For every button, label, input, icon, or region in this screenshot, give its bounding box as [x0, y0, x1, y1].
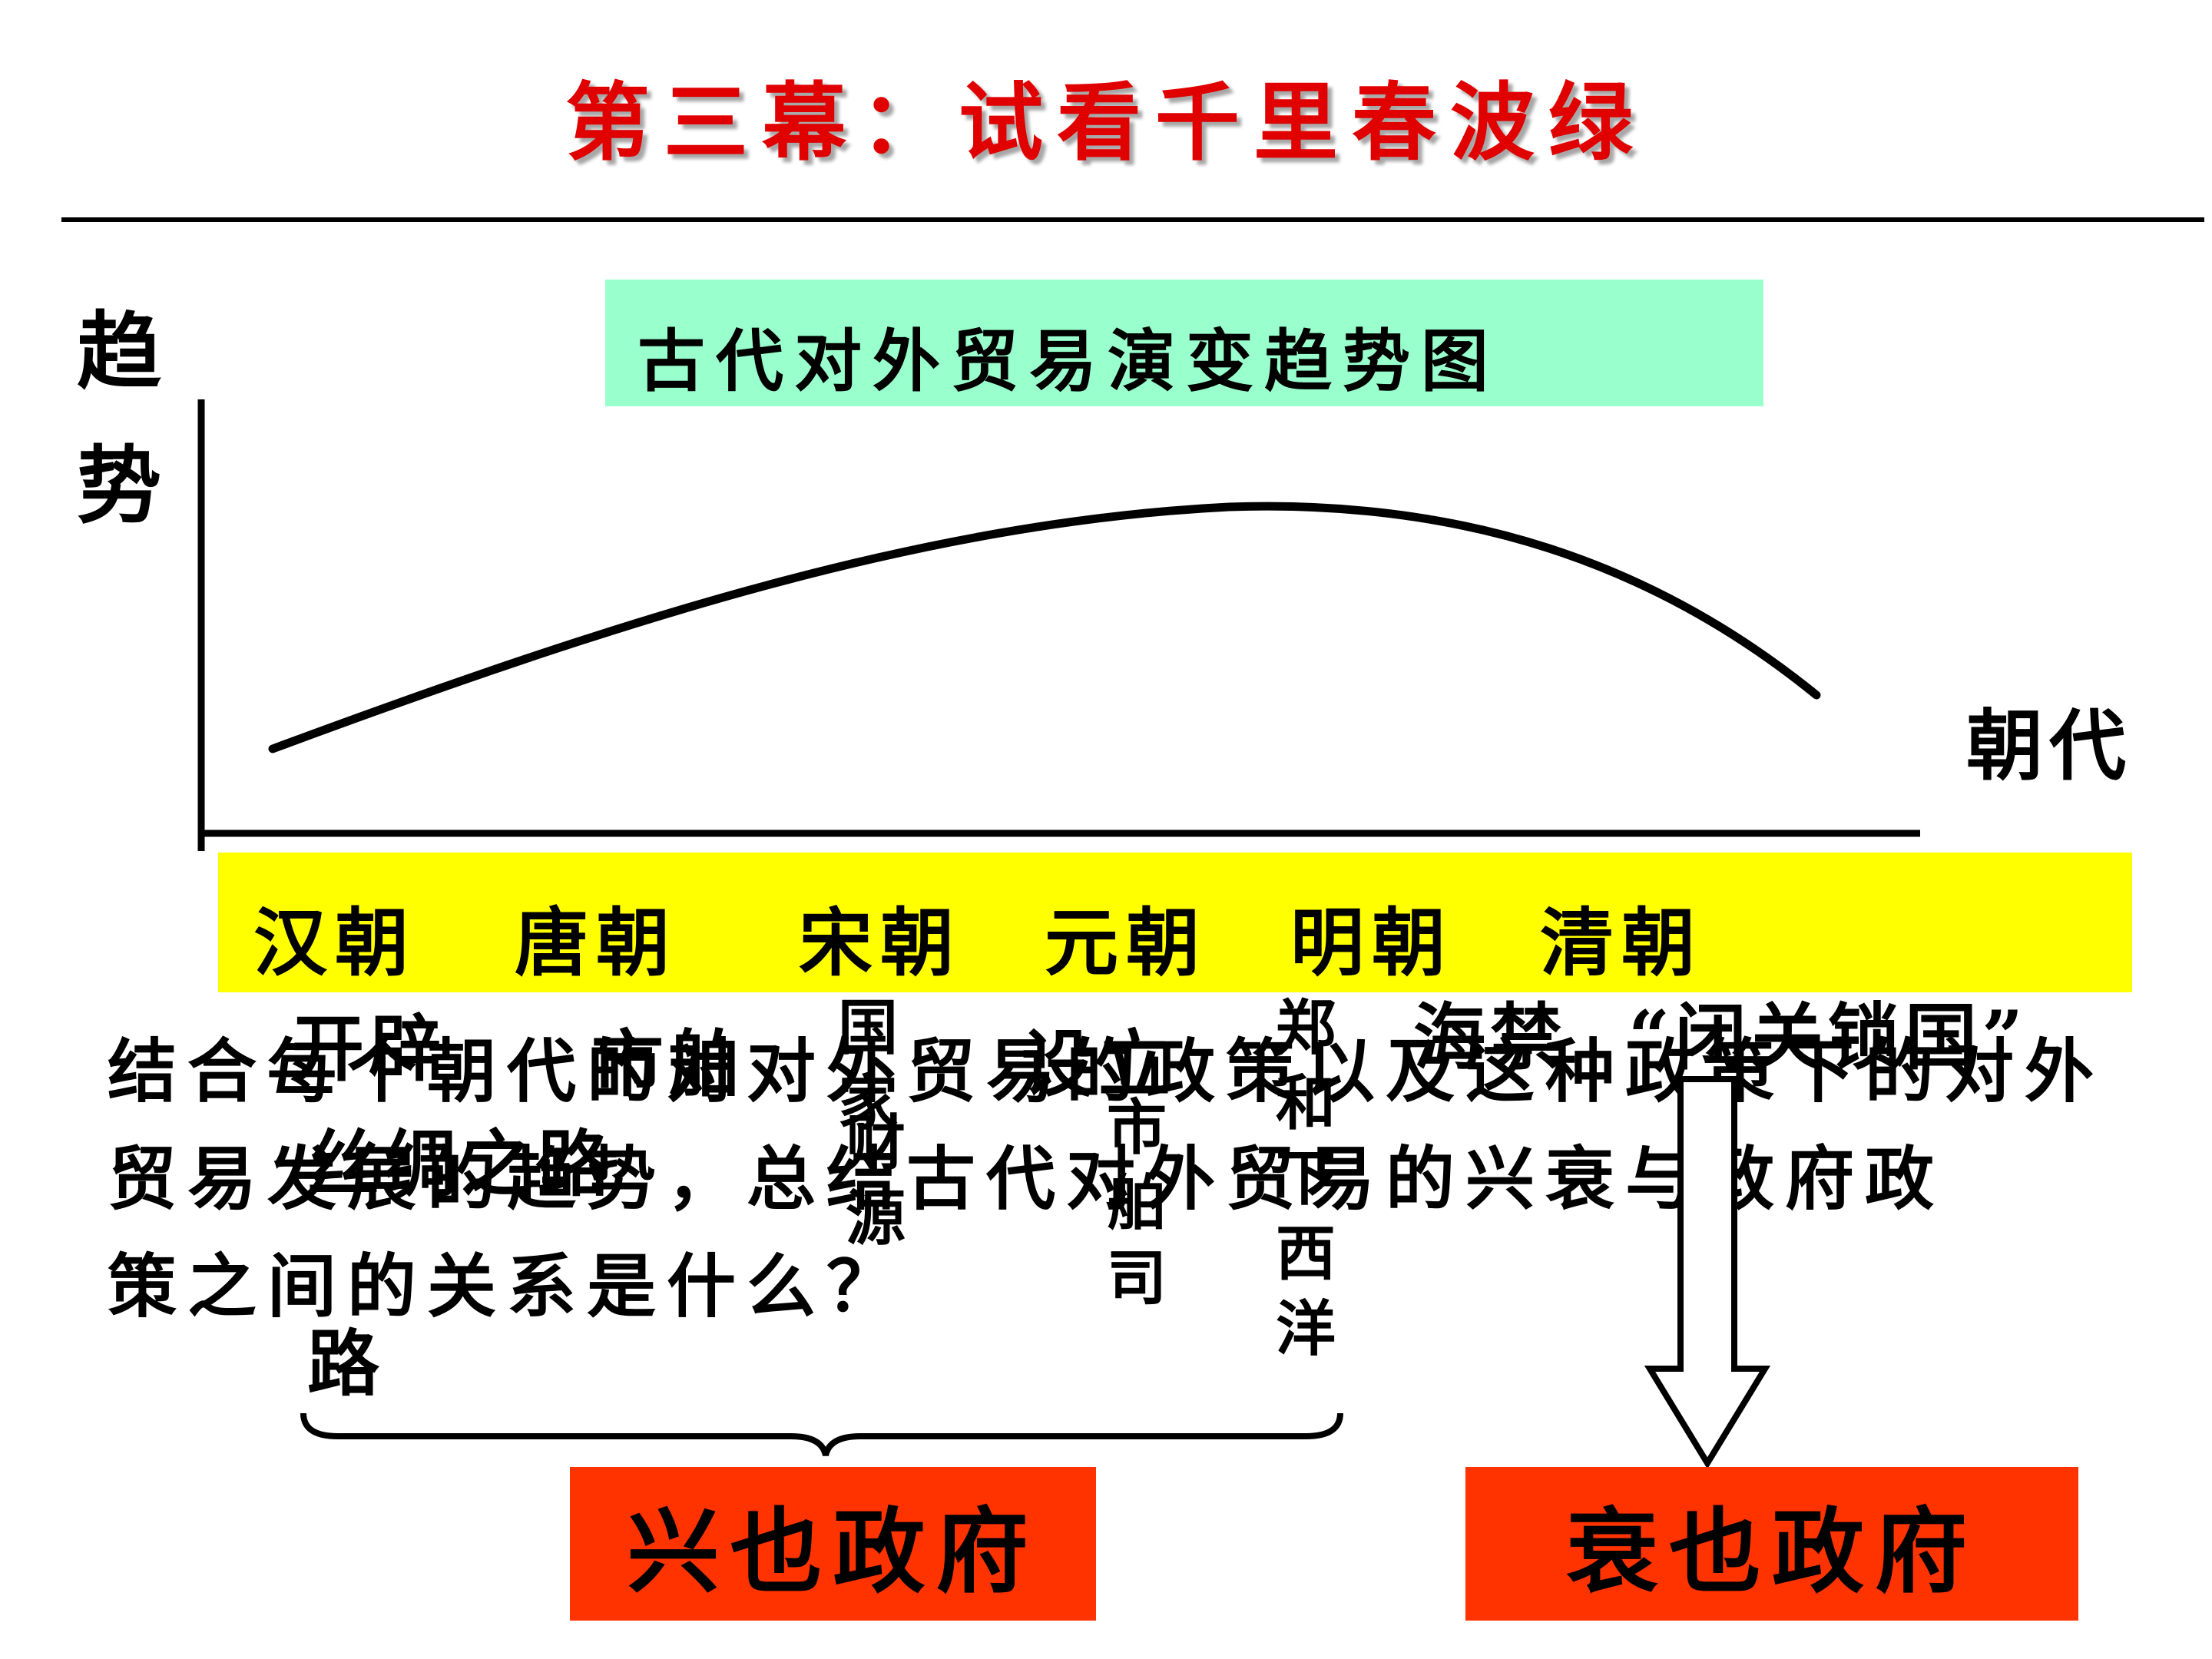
question-line-3: 策之间的关系是什么？ — [108, 1246, 906, 1327]
fall-arrow — [1644, 1076, 1771, 1469]
slide-title: 第三幕：试看千里春波绿 — [565, 73, 1647, 172]
dynasty-ming: 明朝 — [1290, 899, 1453, 986]
policy-sheli: 设立 — [1022, 1022, 1176, 1107]
policy-haijin: 海禁 — [1413, 995, 1568, 1080]
question-line-2: 贸易发展的趋势，总结古代对外贸易的兴衰与政府政 — [108, 1138, 1945, 1220]
dynasty-han: 汉朝 — [253, 899, 416, 986]
policy-guojia: 国家 — [837, 993, 898, 1138]
policy-shibo: 市舶 — [591, 1022, 746, 1107]
policy-shibo-si: 市舶司 — [1106, 1093, 1167, 1313]
chart-title-box — [605, 280, 1763, 406]
dynasty-song: 宋朝 — [799, 899, 962, 986]
policy-road: 路 — [307, 1322, 385, 1406]
chart-title: 古代对外贸易演变趋势图 — [637, 321, 1500, 401]
x-axis-label: 朝代 — [1966, 700, 2132, 791]
rise-brace — [300, 1412, 1343, 1457]
conclusion-fall: 衰也政府 — [1465, 1467, 2078, 1621]
title-divider — [61, 217, 2204, 222]
conclusion-rise: 兴也政府 — [570, 1467, 1096, 1621]
policy-caiyuan: 财源 — [845, 1108, 906, 1253]
policy-zheng-he: 郑和下西洋 — [1275, 993, 1336, 1364]
dynasty-yuan: 元朝 — [1045, 899, 1207, 986]
dynasty-bar — [218, 853, 2132, 992]
policy-closed-door: “闭关锁国” — [1628, 995, 2028, 1080]
policy-silk-road: 丝绸之路 — [307, 1122, 615, 1207]
trend-curve — [268, 502, 1821, 753]
y-axis-label: 趋势 — [77, 302, 161, 535]
policy-kaipi: 开辟 — [292, 1007, 446, 1091]
question-line-1: 结合每个朝代的对对外贸易的政策以及这种政策下的对外 — [108, 1031, 2104, 1112]
dynasty-tang: 唐朝 — [515, 899, 677, 986]
dynasty-qing: 清朝 — [1540, 899, 1703, 986]
